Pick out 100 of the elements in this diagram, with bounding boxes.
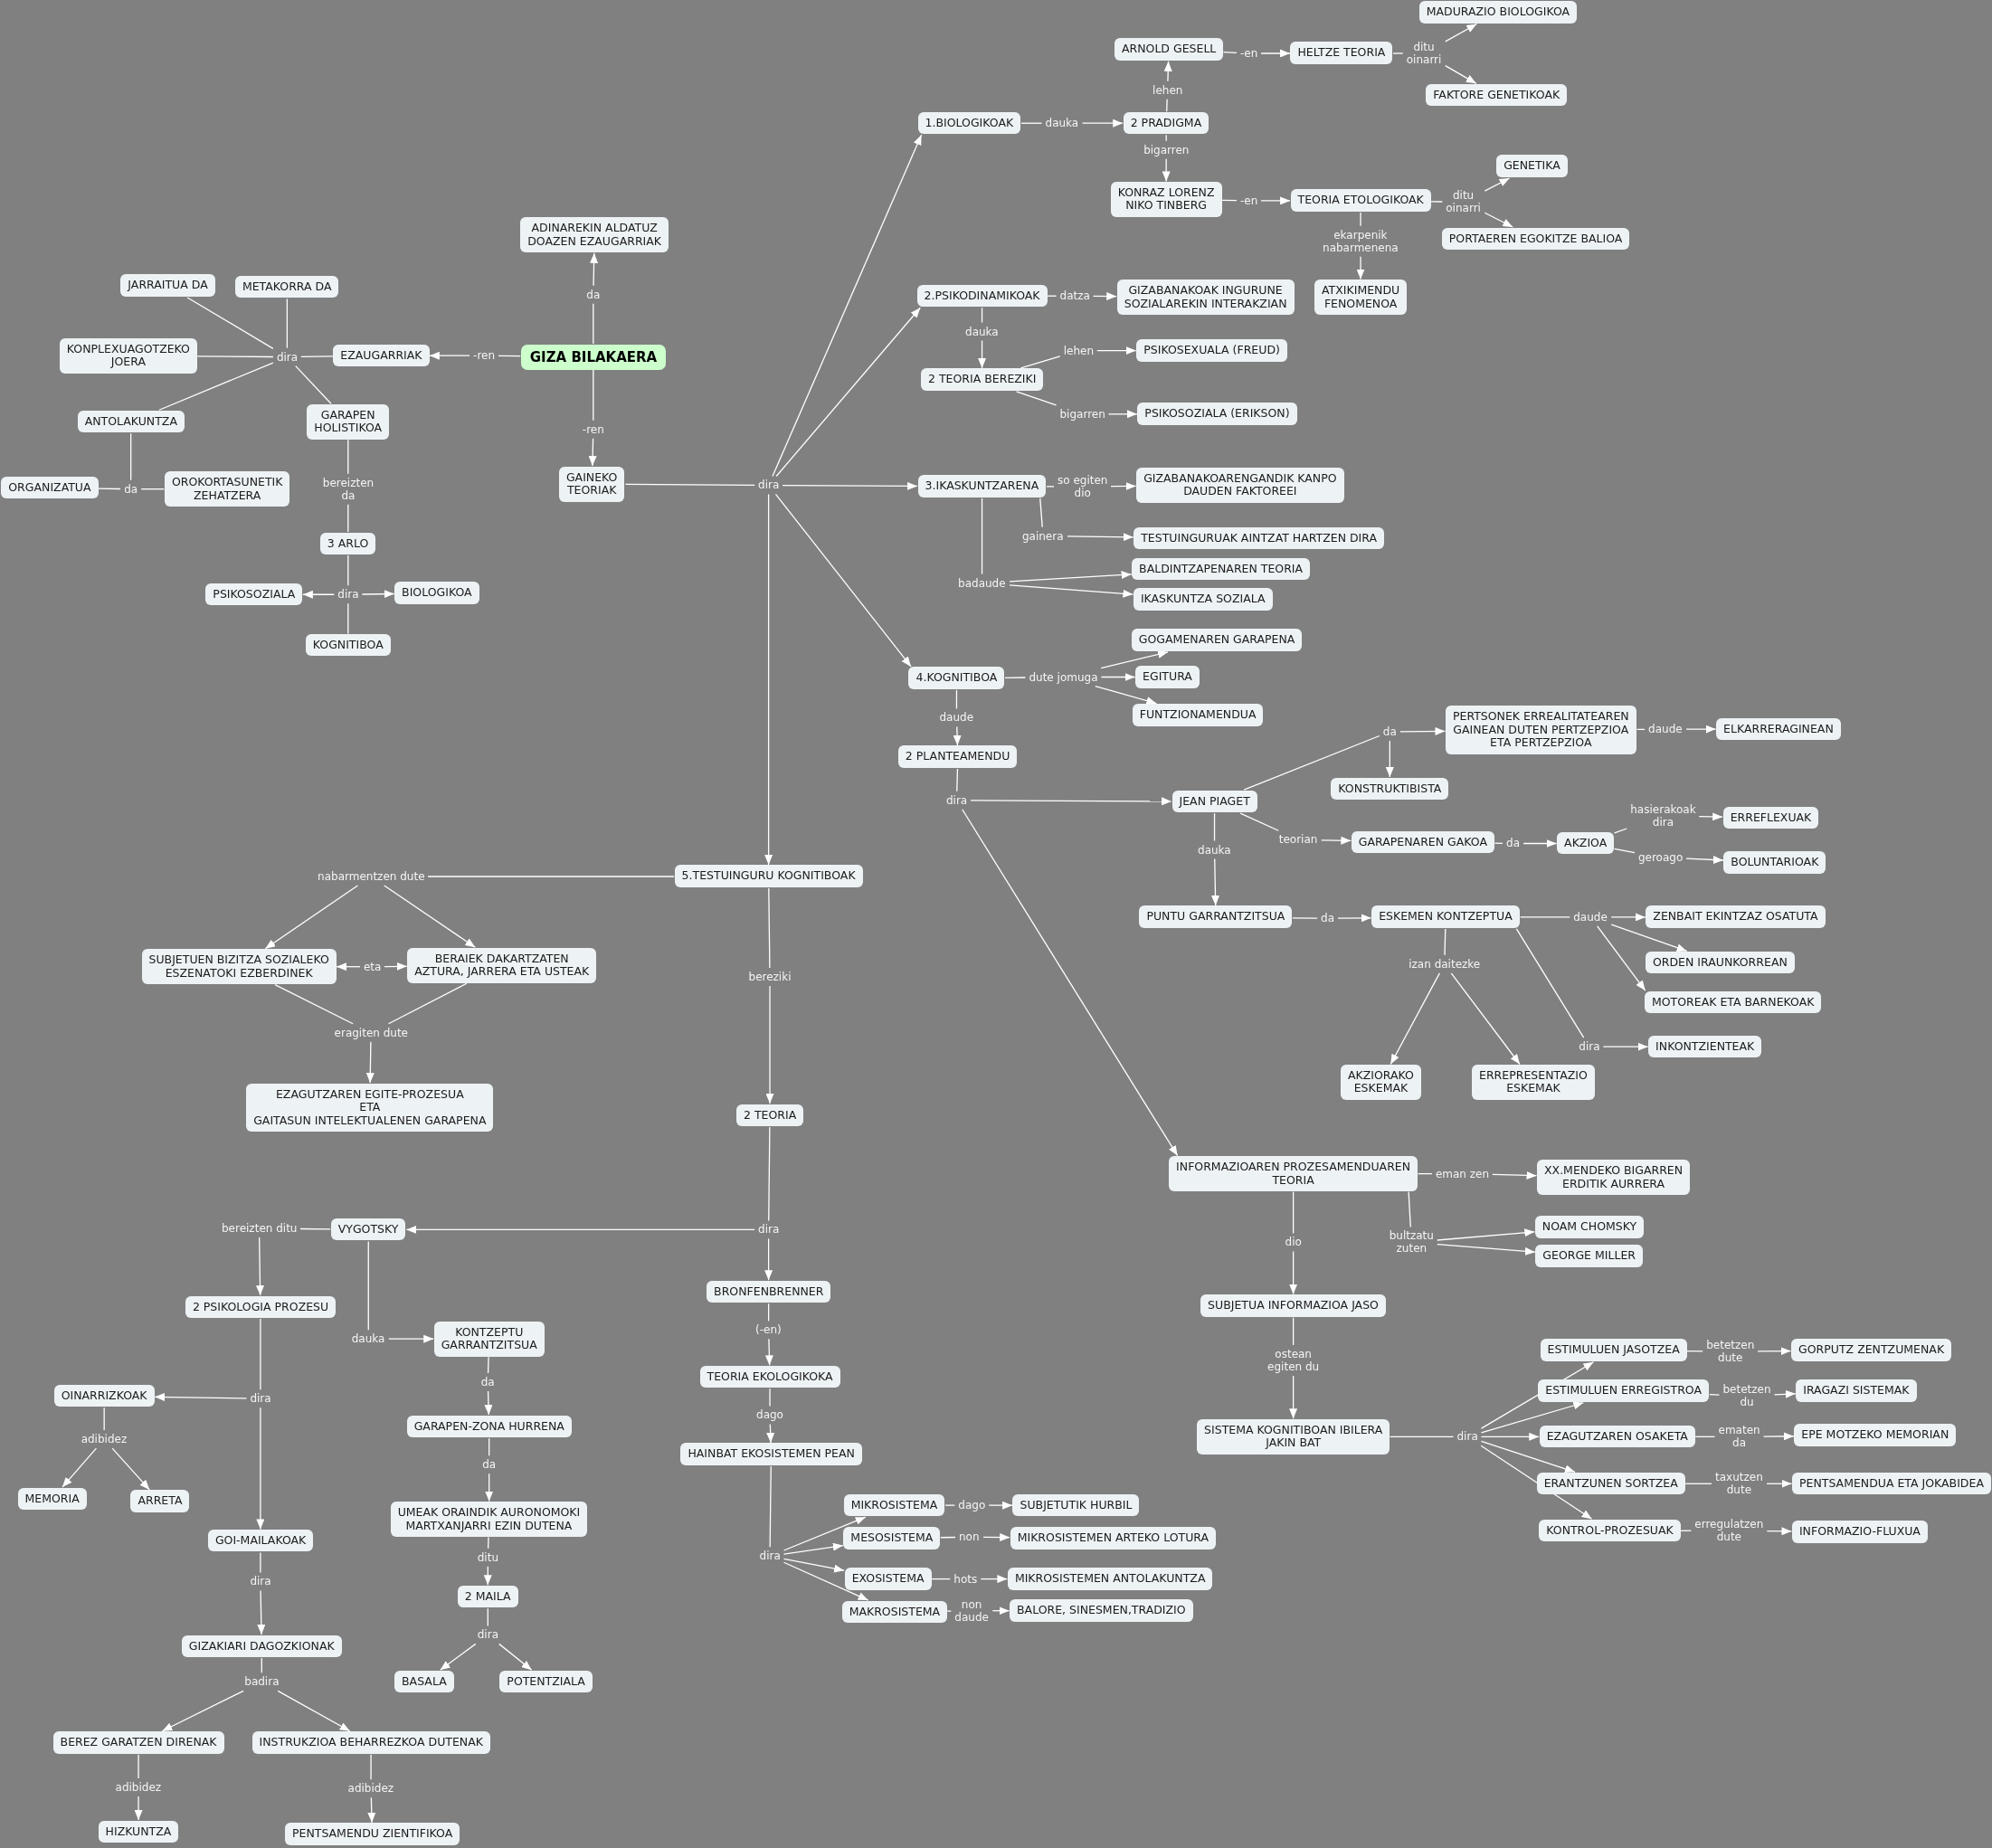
arrow — [764, 1338, 773, 1366]
concept-box: KONTZEPTU GARRANTZITSUA — [433, 1321, 545, 1357]
arrow — [1522, 839, 1558, 848]
arrow — [1685, 725, 1717, 734]
concept-box: HAINBAT EKOSISTEMEN PEAN — [680, 1443, 862, 1465]
concept-box: 2 MAILA — [457, 1585, 518, 1608]
connector-line — [931, 1578, 951, 1580]
concept-box: KONPLEXUAGOTZEKO JOERA — [59, 337, 197, 374]
arrow — [1211, 858, 1219, 906]
arrow — [1445, 64, 1477, 84]
connector-line — [767, 1303, 770, 1322]
concept-box: PERTSONEK ERREALITATEAREN GAINEAN DUTEN PERTZEPZIOA ETA PERTZEPZIOA — [1445, 706, 1636, 754]
linking-phrase: ekarpenik nabarmenena — [1322, 228, 1399, 254]
linking-phrase: ditu — [476, 1550, 499, 1564]
connector-line — [158, 362, 274, 411]
concept-box: VYGOTSKY — [330, 1218, 406, 1241]
concept-box: ORDEN IRAUNKORREAN — [1645, 952, 1795, 974]
linking-phrase: dira — [1456, 1430, 1479, 1444]
linking-phrase: dira — [337, 588, 360, 602]
arrow — [1163, 61, 1172, 82]
concept-box: ERANTZUNEN SORTZEA — [1536, 1472, 1685, 1495]
connector-line — [1020, 122, 1043, 124]
arrow — [1067, 533, 1134, 542]
connector-line — [1239, 812, 1279, 831]
linking-phrase: bereizten ditu — [221, 1222, 299, 1235]
connector-line — [1166, 99, 1168, 112]
concept-box: MIKROSISTEMEN ARTEKO LOTURA — [1010, 1527, 1217, 1549]
concept-box: 3 ARLO — [319, 532, 376, 555]
connector-line — [1292, 1317, 1295, 1346]
linking-phrase: lehen — [1062, 344, 1096, 357]
connector-line — [946, 1610, 952, 1612]
arrow — [1484, 177, 1511, 192]
connector-line — [130, 432, 132, 481]
arrow — [1162, 158, 1171, 183]
concept-box: ESKEMEN KONTZEPTUA — [1371, 905, 1520, 928]
arrow — [772, 134, 923, 478]
connector-line — [593, 369, 594, 422]
concept-box: INFORMAZIO-FLUXUA — [1791, 1521, 1928, 1543]
concept-box: INKONTZIENTEAK — [1648, 1035, 1762, 1058]
concept-box: HIZKUNTZA — [98, 1820, 179, 1843]
concept-box: JARRAITUA DA — [120, 274, 215, 297]
linking-phrase: da — [585, 288, 602, 301]
connector-line — [981, 498, 983, 575]
linking-phrase: dira — [758, 1549, 782, 1563]
arrow — [257, 1589, 266, 1635]
arrow — [1107, 410, 1138, 419]
linking-phrase: da — [123, 482, 139, 496]
arrow — [161, 1690, 244, 1732]
connector-line — [769, 1388, 771, 1407]
connector-line — [140, 488, 166, 490]
arrow — [588, 438, 597, 467]
concept-box: ORGANIZATUA — [1, 476, 99, 499]
arrow — [962, 809, 1179, 1157]
arrow — [154, 1392, 248, 1401]
linking-phrase: dira — [944, 793, 969, 807]
connector-line — [1292, 917, 1318, 919]
linking-phrase: -ren — [472, 349, 497, 363]
arrow — [384, 962, 408, 971]
connector-line — [1046, 486, 1055, 488]
linking-phrase: ostean egiten du — [1266, 1348, 1321, 1374]
arrow — [774, 493, 912, 668]
arrow — [256, 1407, 265, 1531]
linking-phrase: bigarren — [1058, 407, 1106, 421]
concept-box: PSIKOSEXUALA (FREUD) — [1136, 339, 1287, 362]
linking-phrase: so egiten dio — [1057, 473, 1109, 499]
concept-box: GIZAKIARI DAGOZKIONAK — [181, 1635, 342, 1657]
arrow — [361, 590, 395, 599]
connector-line — [387, 982, 468, 1025]
concept-box: GARAPEN-ZONA HURRENA — [406, 1415, 572, 1438]
arrow — [1289, 1375, 1298, 1419]
connector-line — [1213, 812, 1216, 842]
arrow — [1773, 1389, 1797, 1398]
concept-box: ARNOLD GESELL — [1115, 38, 1224, 61]
arrow — [1260, 196, 1291, 205]
linking-phrase: ditu oinarri — [1405, 40, 1443, 66]
concept-box: MIKROSISTEMA — [843, 1493, 945, 1517]
concept-box: ZENBAIT EKINTZAZ OSATUTA — [1646, 905, 1826, 928]
concept-box: GORPUTZ ZENTZUMENAK — [1791, 1339, 1952, 1361]
connector-line — [1004, 677, 1027, 678]
concept-box: OINARRIZKOAK — [53, 1384, 155, 1407]
arrow — [982, 1533, 1010, 1542]
arrow — [134, 1796, 143, 1821]
arrow — [1766, 1479, 1793, 1488]
concept-box: BERAIEK DAKARTZATEN AZTURA, JARRERA ETA USTEAK — [407, 947, 597, 983]
arrow — [1399, 727, 1447, 735]
linking-phrase: dauka — [350, 1332, 386, 1346]
concept-box: METAKORRA DA — [234, 275, 339, 299]
linking-phrase: datza — [1058, 289, 1091, 303]
connector-line — [1515, 928, 1585, 1038]
concept-box: NOAM CHOMSKY — [1534, 1216, 1645, 1238]
arrow — [978, 339, 987, 369]
concept-box: MIKROSISTEMEN ANTOLAKUNTZA — [1007, 1568, 1213, 1590]
arrow — [1095, 685, 1157, 705]
concept-box: TESTUINGURUAK AINTZAT HARTZEN DIRA — [1134, 526, 1385, 550]
concept-box: AKZIORAKO ESKEMAK — [1341, 1065, 1421, 1100]
concept-box: IRAGAZI SISTEMAK — [1796, 1379, 1917, 1402]
concept-box: PSIKOSOZIALA — [205, 583, 303, 606]
arrow — [991, 1606, 1010, 1616]
linking-phrase: badaude — [957, 576, 1007, 590]
concept-box: PENTSAMENDUA ETA JOKABIDEA — [1792, 1472, 1991, 1495]
